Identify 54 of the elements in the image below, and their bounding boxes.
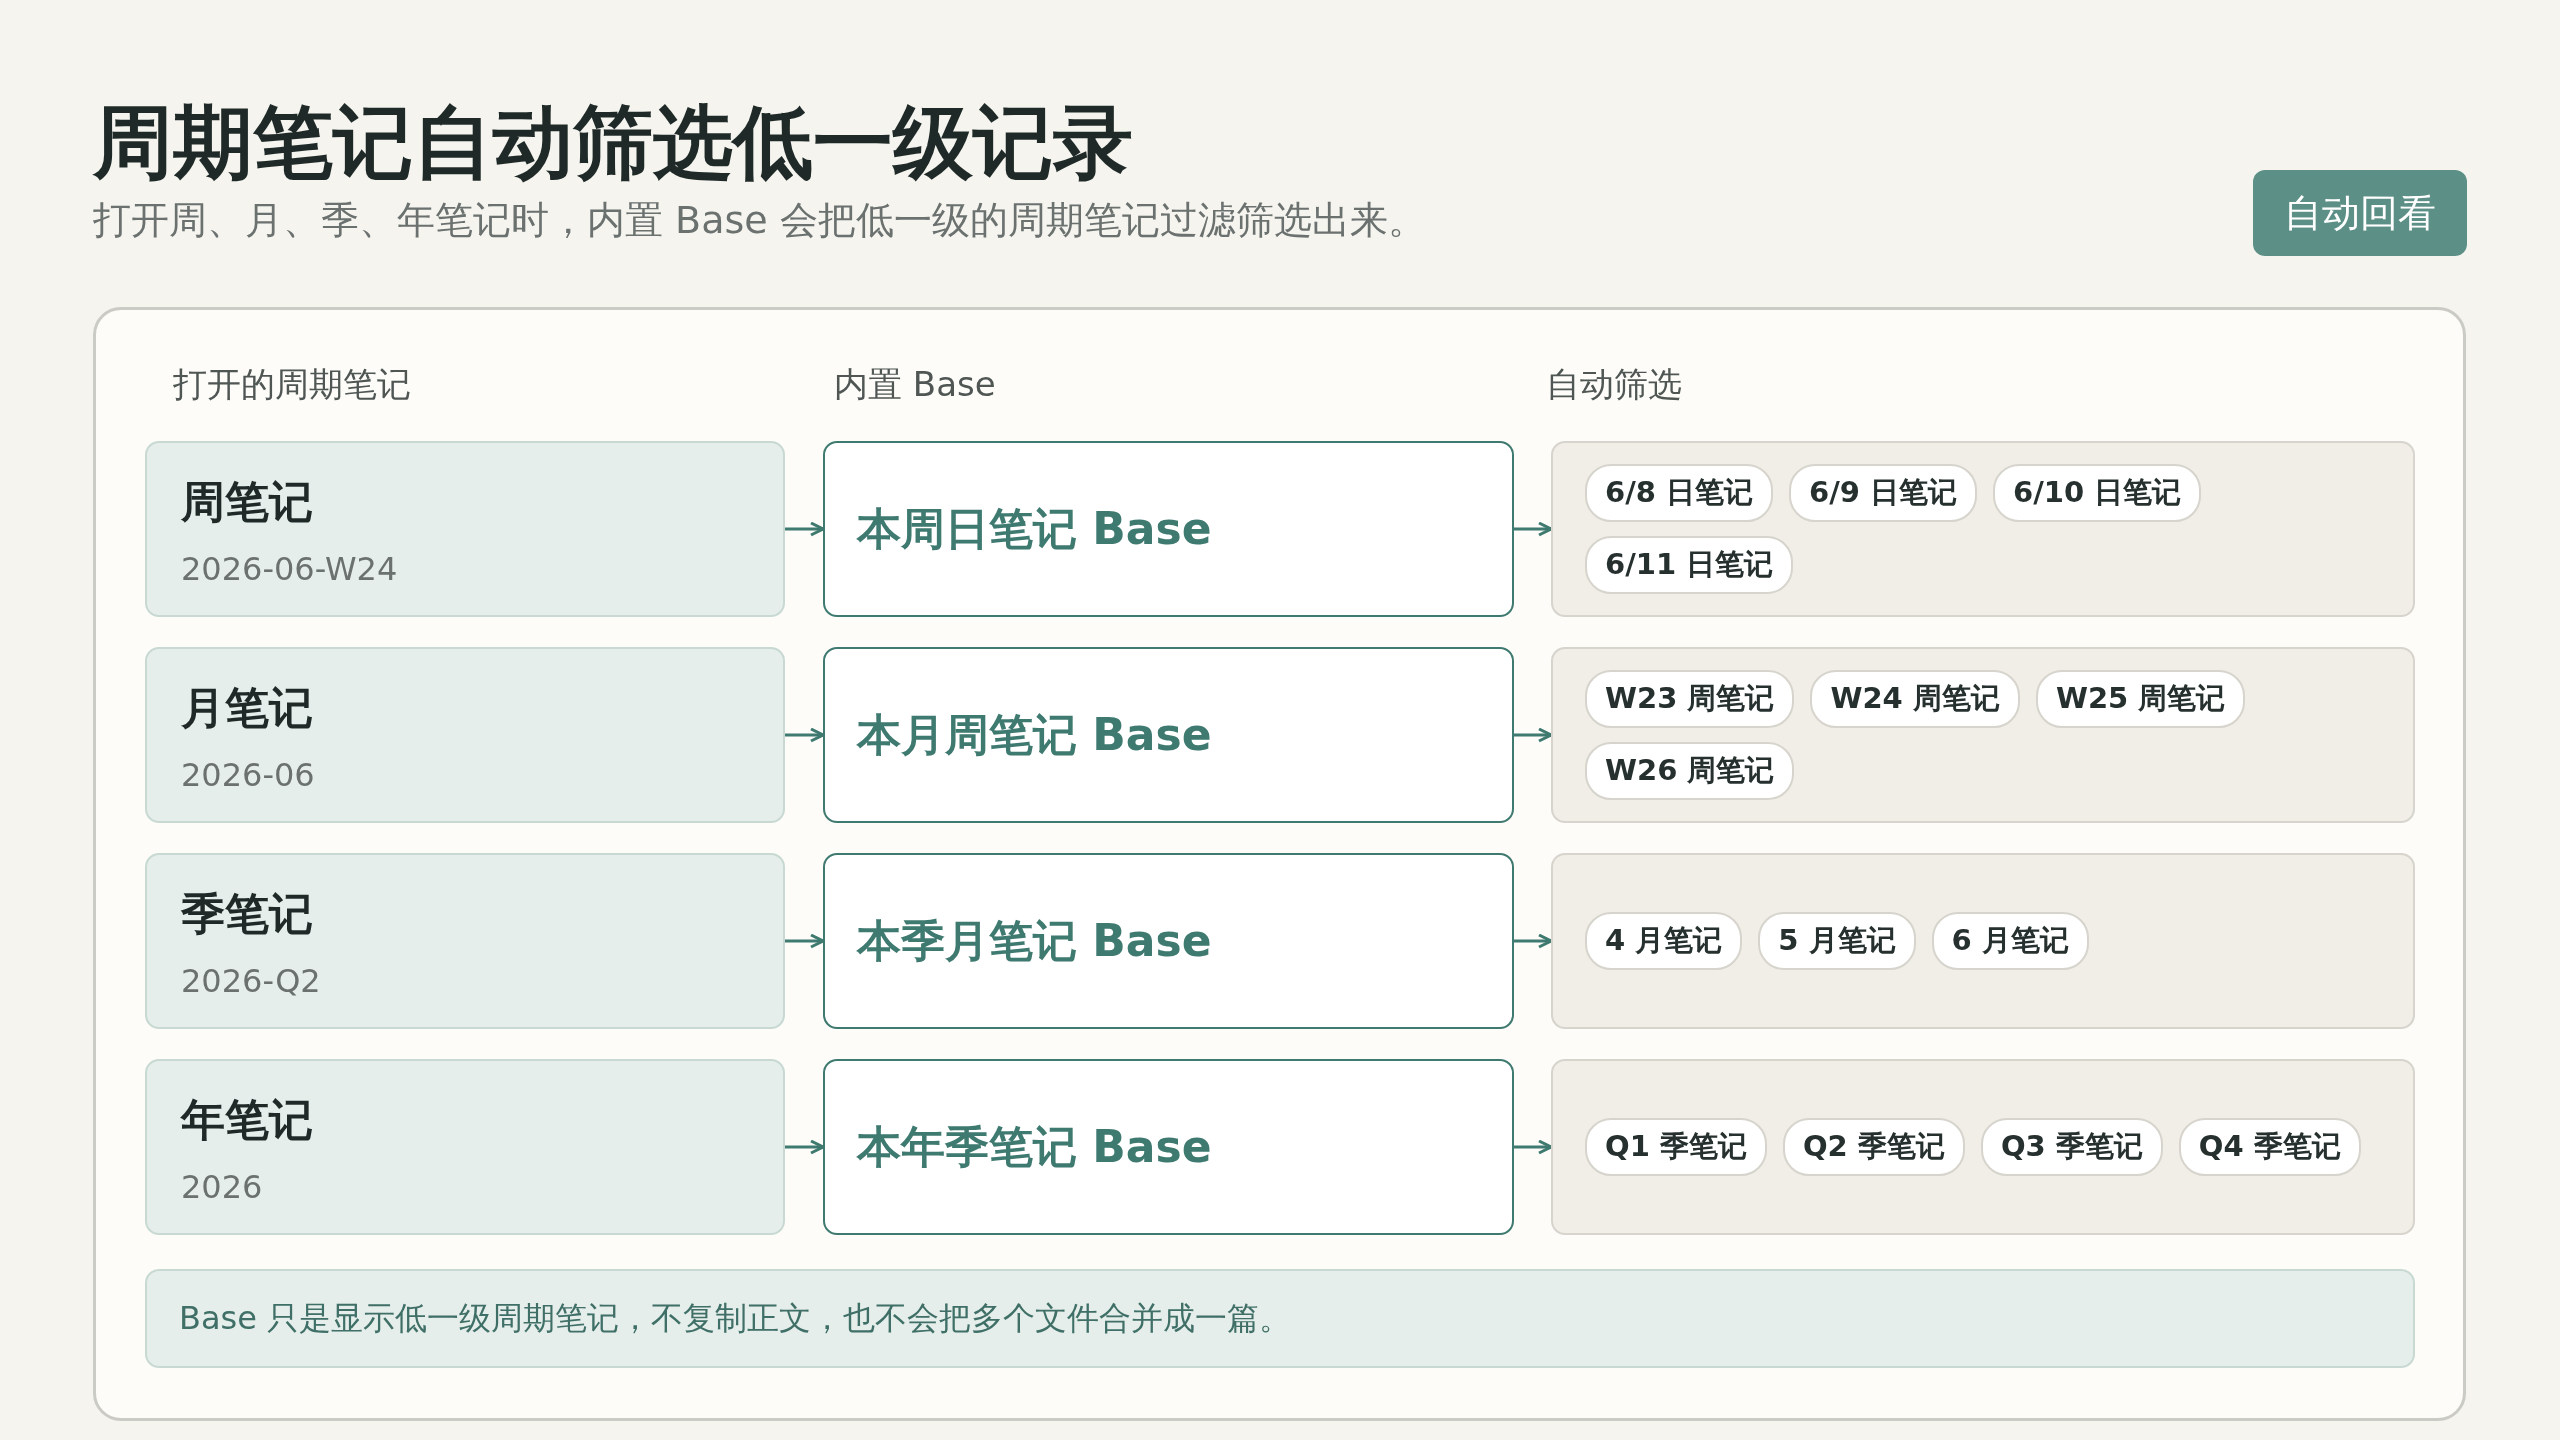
note-chip: 6/11 日笔记 [1585,536,1794,594]
note-period: 2026 [181,1168,264,1206]
base-box [823,441,1514,617]
note-period: 2026-06 [181,756,316,794]
title: 周期笔记自动筛选低一级记录 [93,95,1133,191]
subtitle: 打开周、月、季、年笔记时，内置 Base 会把低一级的周期笔记过滤筛选出来。 [93,197,1426,244]
arrow [785,1139,825,1155]
result-panel [1551,647,2415,823]
note-chip: 6/8 日笔记 [1585,464,1774,522]
note-chip: W25 周笔记 [2035,670,2246,728]
note-card [145,853,785,1029]
result-panel [1551,1059,2415,1235]
arrow [1514,1139,1553,1155]
note-title: 年笔记 [181,1093,314,1147]
column-header: 自动筛选 [1546,363,1682,406]
note-period: 2026-Q2 [181,962,322,1000]
result-panel [1551,853,2415,1029]
base-name: 本周日笔记 Base [857,501,1212,556]
note-chip: 5 月笔记 [1758,912,1916,970]
column-header: 内置 Base [834,363,996,406]
base-name: 本月周笔记 Base [857,707,1212,762]
note-period: 2026-06-W24 [181,550,399,588]
arrow [785,727,825,743]
note-chip: Q4 季笔记 [2178,1118,2361,1176]
note-chip: Q3 季笔记 [1980,1118,2163,1176]
note-chip: 6 月笔记 [1931,912,2089,970]
arrow [1514,727,1553,743]
note-title: 月笔记 [181,681,314,735]
note-chip: 6/10 日笔记 [1993,464,2202,522]
arrow [1514,933,1553,949]
note-card [145,1059,785,1235]
note-banner: Base 只是显示低一级周期笔记，不复制正文，也不会把多个文件合并成一篇。 [145,1269,2415,1368]
note-card [145,647,785,823]
note-chip: W24 周笔记 [1810,670,2020,728]
note-chip: Q2 季笔记 [1782,1118,1965,1176]
base-box [823,853,1514,1029]
note-chip: Q1 季笔记 [1585,1118,1767,1176]
note-title: 周笔记 [181,475,314,529]
arrow [1514,521,1553,537]
result-panel [1551,441,2415,617]
base-box [823,1059,1514,1235]
note-chip: W26 周笔记 [1585,742,1795,800]
note-title: 季笔记 [181,887,314,941]
note-chip: 4 月笔记 [1585,912,1743,970]
arrow [785,933,825,949]
auto-review-button: 自动回看 [2253,170,2467,256]
column-header: 打开的周期笔记 [173,363,411,406]
note-chip: 6/9 日笔记 [1789,464,1978,522]
note-card [145,441,785,617]
base-name: 本季月笔记 Base [857,913,1212,968]
base-name: 本年季笔记 Base [857,1119,1212,1174]
base-box [823,647,1514,823]
note-chip: W23 周笔记 [1585,670,1795,728]
arrow [785,521,825,537]
